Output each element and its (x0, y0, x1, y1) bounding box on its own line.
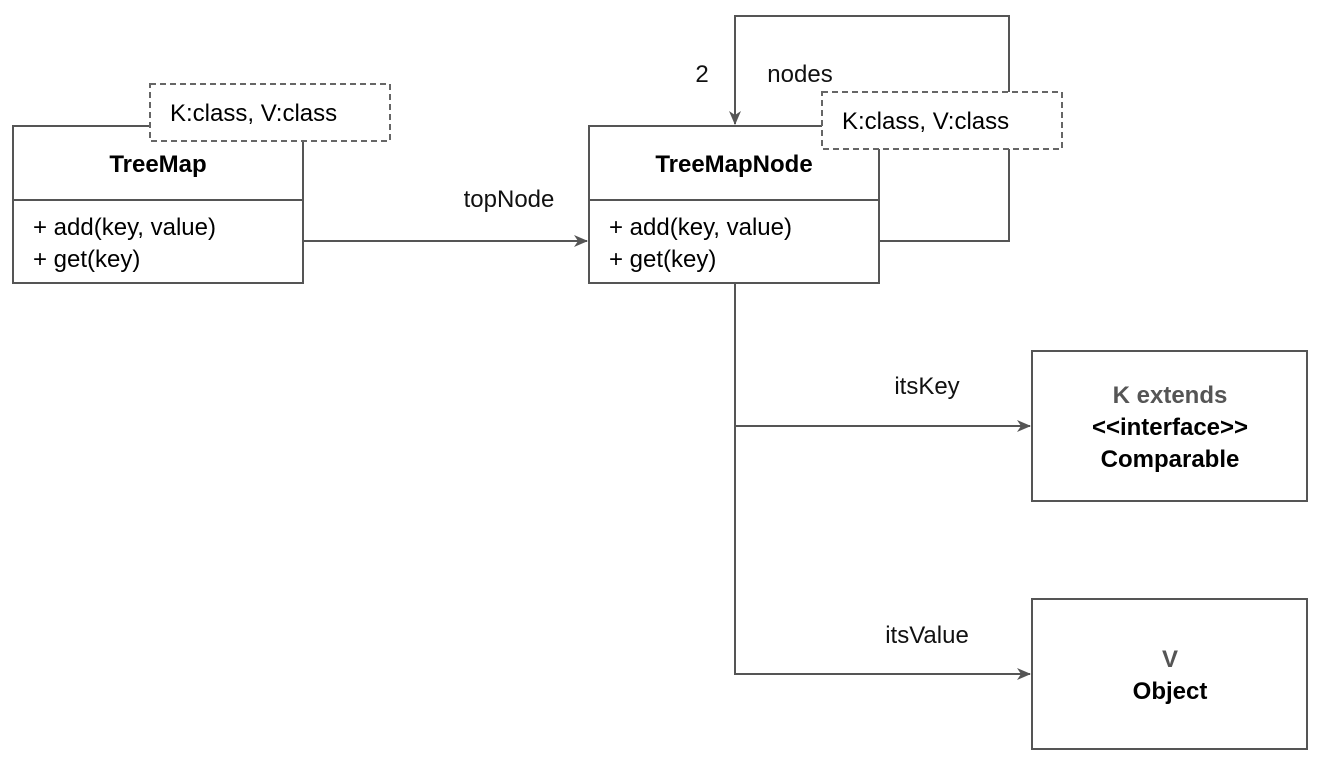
association-itsvalue-line[interactable] (734, 426, 1031, 680)
class-treemap-method: + get(key) (33, 246, 140, 273)
class-comparable[interactable]: K extends <<interface>> Comparable (1031, 350, 1308, 502)
class-treemapnode-template-text: K:class, V:class (842, 108, 1009, 135)
class-comparable-name: Comparable (1101, 446, 1240, 473)
class-object-bound: V (1162, 646, 1178, 673)
association-nodes-multiplicity: 2 (695, 61, 708, 88)
class-treemap-template-text: K:class, V:class (170, 100, 337, 127)
association-itskey-line[interactable] (734, 283, 1031, 432)
association-topnode-label: topNode (464, 186, 555, 213)
class-object-box[interactable] (1031, 598, 1308, 750)
association-itskey-label: itsKey (894, 373, 959, 400)
class-object[interactable]: V Object (1031, 598, 1308, 750)
class-treemap-name: TreeMap (109, 151, 206, 178)
class-treemap[interactable]: TreeMap + add(key, value) + get(key) (12, 125, 304, 284)
class-treemap-box[interactable] (12, 125, 304, 284)
class-treemapnode[interactable]: TreeMapNode + add(key, value) + get(key) (588, 125, 880, 284)
class-treemapnode-template-params[interactable]: K:class, V:class (821, 91, 1063, 150)
class-comparable-bound: K extends (1113, 382, 1228, 409)
association-itsvalue[interactable] (734, 426, 1031, 680)
association-itsvalue-label: itsValue (885, 622, 969, 649)
association-nodes-label: nodes (767, 61, 832, 88)
association-nodes-line[interactable] (729, 15, 1010, 242)
class-treemapnode-method: + get(key) (609, 246, 716, 273)
class-treemap-template-box[interactable] (149, 83, 391, 142)
class-treemapnode-box[interactable] (588, 125, 880, 284)
class-treemap-template-params[interactable]: K:class, V:class (149, 83, 391, 142)
class-treemap-method: + add(key, value) (33, 214, 216, 241)
association-nodes[interactable] (729, 15, 1010, 242)
class-treemapnode-method: + add(key, value) (609, 214, 792, 241)
class-comparable-stereotype: <<interface>> (1092, 414, 1248, 441)
association-itskey[interactable] (734, 283, 1031, 432)
class-treemapnode-template-box[interactable] (821, 91, 1063, 150)
class-object-name: Object (1133, 678, 1208, 705)
class-comparable-box[interactable] (1031, 350, 1308, 502)
class-treemapnode-name: TreeMapNode (655, 151, 812, 178)
